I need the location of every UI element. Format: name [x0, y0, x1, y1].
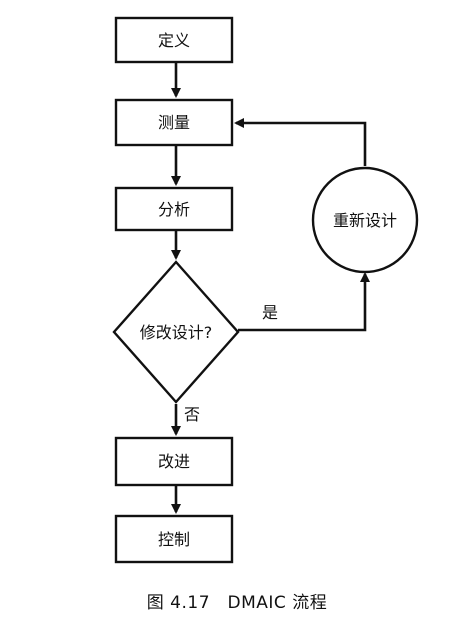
measure-label: 测量 [158, 113, 190, 132]
no-label: 否 [184, 405, 200, 424]
define-label: 定义 [158, 31, 190, 50]
redesign-label: 重新设计 [333, 211, 397, 230]
arrow-decision-to-redesign [238, 272, 370, 332]
improve-label: 改进 [158, 452, 190, 471]
figure-caption: 图 4.17 DMAIC 流程 [146, 593, 328, 613]
control-box: 控制 [114, 514, 234, 564]
analyze-label: 分析 [158, 200, 190, 219]
improve-box: 改进 [114, 436, 234, 487]
yes-label: 是 [262, 303, 278, 322]
decision-diamond [112, 260, 240, 404]
control-label: 控制 [158, 530, 190, 549]
redesign-circle [311, 166, 419, 274]
measure-box: 测量 [114, 98, 234, 147]
define-box: 定义 [114, 16, 234, 64]
analyze-box: 分析 [114, 186, 234, 232]
decision-label: 修改设计? [140, 323, 213, 342]
arrow-redesign-to-measure [234, 118, 367, 166]
